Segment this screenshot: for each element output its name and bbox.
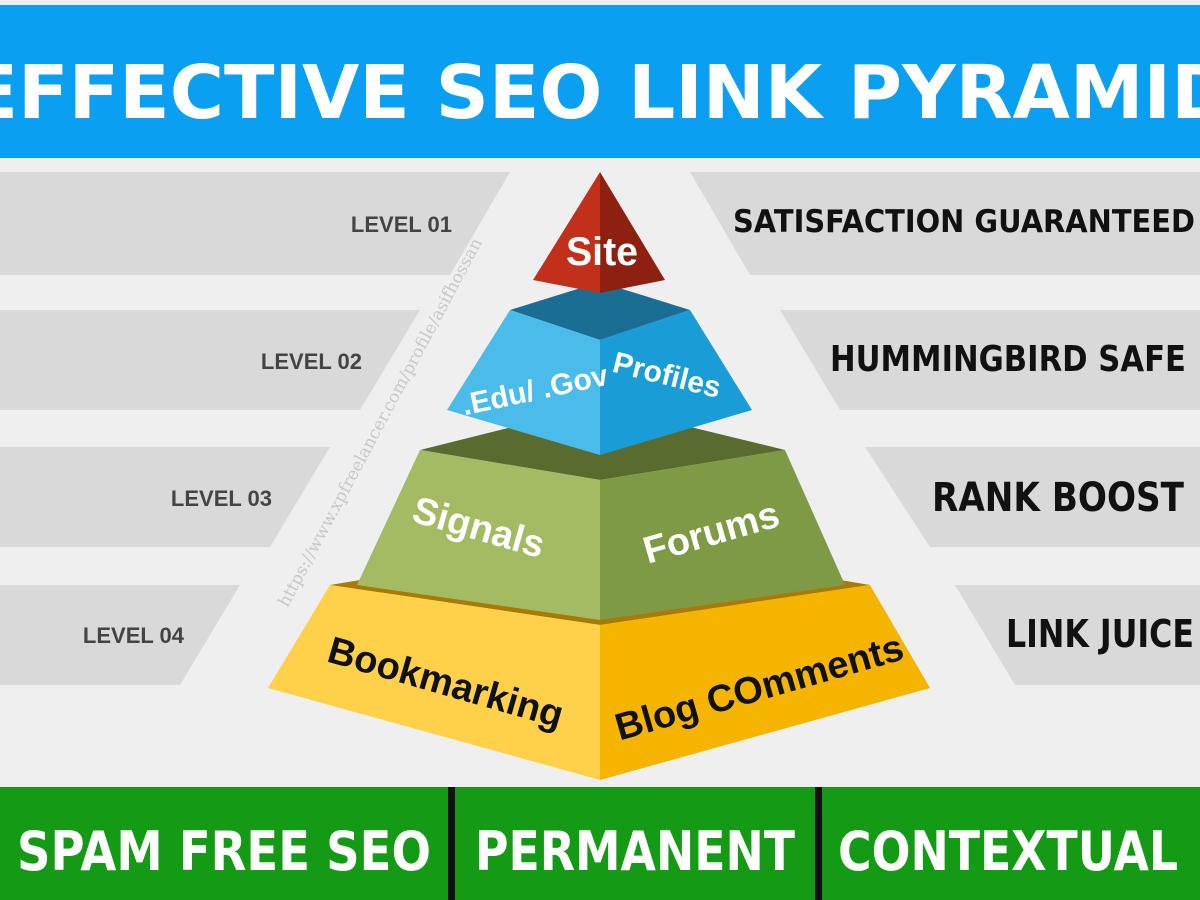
level-label: LEVEL 01 [351,212,452,237]
benefit-label: HUMMINGBIRD SAFE [830,339,1186,380]
benefit-band-1 [690,172,1200,275]
benefit-band-2 [780,310,1200,410]
tier1-label: Site [566,230,638,274]
level-band-4 [0,585,240,685]
level-band-3 [0,447,330,547]
benefit-label: LINK JUICE [1006,612,1194,656]
benefit-label: SATISFACTION GUARANTEED [733,204,1195,240]
level-label: LEVEL 02 [261,349,362,374]
footer-banner [0,787,1200,900]
level-band-2 [0,310,420,410]
footer-label-spam-free: SPAM FREE SEO [17,820,431,883]
level-bands [0,172,510,685]
pyramid-tier-2 [447,282,752,455]
benefit-bands [690,172,1200,685]
page-title: EFFECTIVE SEO LINK PYRAMID [0,50,1200,136]
footer-label-contextual: CONTEXTUAL [838,820,1178,883]
header-banner [0,5,1200,158]
level-band-1 [0,172,510,275]
benefit-band-3 [865,447,1200,547]
footer-divider [815,787,822,900]
benefit-band-4 [955,585,1200,685]
level-label: LEVEL 03 [171,486,272,511]
benefit-label: RANK BOOST [932,475,1185,521]
pyramid-tier-1 [533,172,665,293]
level-label: LEVEL 04 [83,623,185,648]
footer-label-permanent: PERMANENT [475,820,795,883]
footer-divider [448,787,455,900]
